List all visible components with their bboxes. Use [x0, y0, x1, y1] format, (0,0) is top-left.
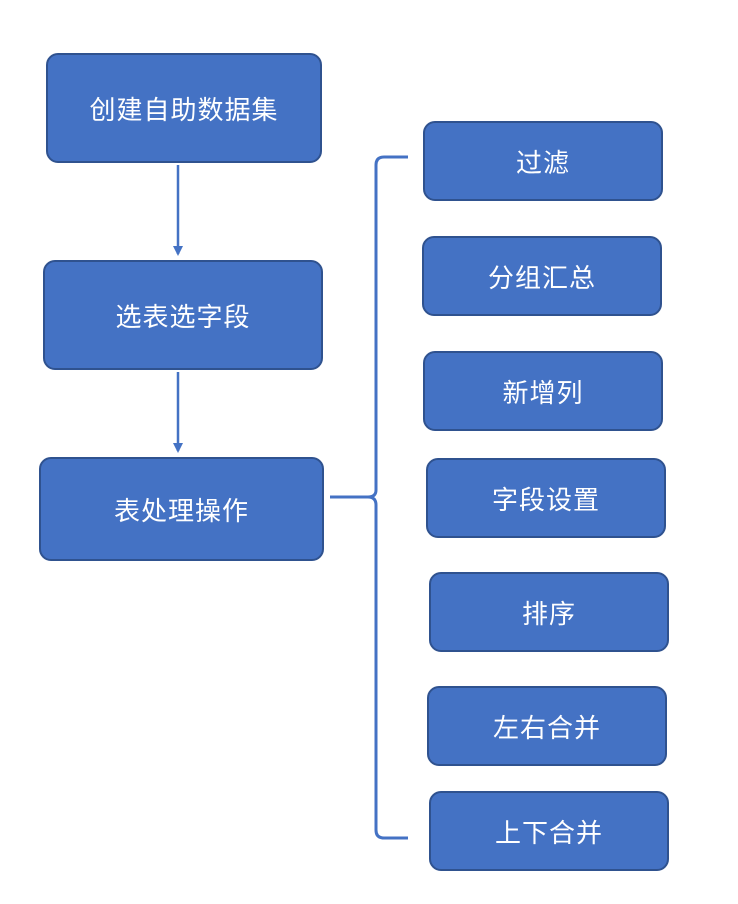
step-select-table-fields[interactable]: 选表选字段 [43, 260, 323, 370]
operation-group-summary-label: 分组汇总 [487, 263, 596, 294]
step-table-operations-label: 表处理操作 [113, 496, 249, 527]
operation-field-settings-label: 字段设置 [491, 485, 600, 516]
operation-up-down-merge-label: 上下合并 [494, 818, 603, 849]
operation-add-column-label: 新增列 [502, 378, 584, 409]
step-create-dataset-label: 创建自助数据集 [89, 95, 279, 126]
operation-filter-label: 过滤 [515, 148, 570, 179]
operation-sort-label: 排序 [521, 599, 576, 630]
operation-group-summary[interactable]: 分组汇总 [422, 236, 662, 316]
operations-brace [330, 155, 408, 840]
step-create-dataset[interactable]: 创建自助数据集 [46, 53, 322, 163]
operation-up-down-merge[interactable]: 上下合并 [429, 791, 669, 871]
operation-filter[interactable]: 过滤 [423, 121, 663, 201]
operation-sort[interactable]: 排序 [429, 572, 669, 652]
operation-left-right-merge-label: 左右合并 [492, 713, 601, 744]
step-table-operations[interactable]: 表处理操作 [39, 457, 324, 561]
operation-field-settings[interactable]: 字段设置 [426, 458, 666, 538]
operation-left-right-merge[interactable]: 左右合并 [427, 686, 667, 766]
operation-add-column[interactable]: 新增列 [423, 351, 663, 431]
step-select-table-fields-label: 选表选字段 [115, 302, 251, 333]
